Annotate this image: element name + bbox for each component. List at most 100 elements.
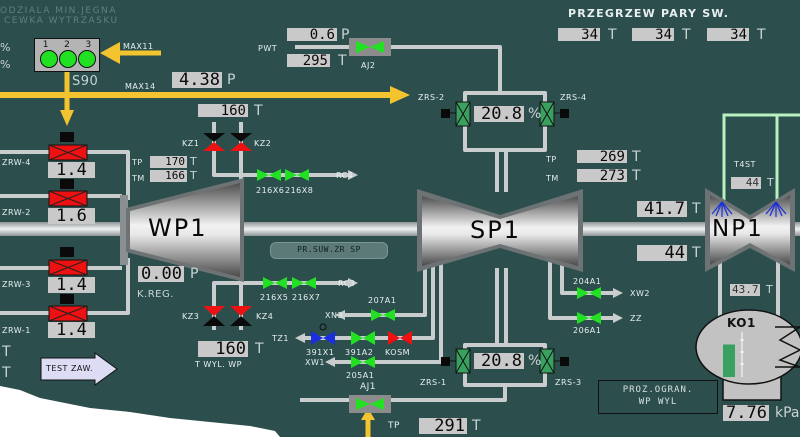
- lamp-2-indicator: [59, 50, 77, 68]
- left-unit-2: %: [0, 58, 11, 71]
- wp1-outlet-temp-unit: T: [255, 341, 264, 357]
- zrw-1-label: ZRW-1: [2, 326, 31, 335]
- zrs-2-label: ZRS-2: [418, 93, 445, 102]
- valve-391x1-label: 391X1: [306, 348, 335, 357]
- wp1-name: WP1: [148, 214, 208, 242]
- pipe-arrowheads: [295, 170, 623, 367]
- tp-up-arrow-icon: [361, 408, 375, 420]
- valve-216x8-icon[interactable]: [285, 169, 309, 181]
- ko1-pressure-unit: kPa: [775, 405, 800, 421]
- valve-zrs-4-icon[interactable]: [539, 101, 569, 127]
- pwt-label: PWT: [258, 44, 278, 53]
- wp1-tp-value: 170: [150, 156, 187, 168]
- zrs-top-value: 20.8: [474, 106, 524, 123]
- lamp-2-number: 2: [64, 40, 70, 50]
- max14-label: MAX14: [125, 82, 156, 91]
- superheat-unit-2: T: [682, 27, 691, 43]
- aj1-temp-value: 291: [419, 418, 467, 435]
- valve-zrs-2-icon[interactable]: [441, 101, 471, 127]
- ko1-level-bar: [723, 344, 735, 377]
- superheat-value-2: 34: [632, 28, 674, 42]
- test-zaw-button[interactable]: TEST ZAW.: [40, 352, 118, 386]
- aj1-valve-icon[interactable]: [349, 395, 391, 413]
- max11-arrow-icon: [100, 42, 120, 64]
- valve-zrw-2-icon[interactable]: [48, 179, 88, 207]
- test-zaw-label: TEST ZAW.: [46, 364, 93, 373]
- superheat-value-1: 34: [558, 28, 600, 42]
- valve-207a1-label: 207A1: [368, 296, 397, 305]
- valve-zrw-1-icon[interactable]: [48, 294, 88, 322]
- cooling-pipes: [722, 113, 800, 200]
- aj2-valve-icon[interactable]: [349, 38, 391, 56]
- pwt-temp-value: 295: [287, 54, 330, 68]
- wp1-tp-unit: T: [190, 155, 197, 168]
- valve-zrs-1-icon[interactable]: [441, 348, 471, 374]
- s90-down-arrow-icon: [60, 110, 74, 126]
- valve-216x7-icon[interactable]: [292, 277, 316, 289]
- ko1-name: KO1: [727, 316, 756, 330]
- zrs-top-unit: %: [528, 106, 542, 122]
- wp1-tm-unit: T: [190, 169, 197, 182]
- valve-216x7-label: 216X7: [292, 293, 321, 302]
- s90-lamp-panel[interactable]: 1 2 3: [34, 38, 100, 72]
- ko1-condenser: [695, 309, 800, 401]
- wp1-tm-label: TM: [132, 174, 145, 183]
- max14-pressure-value: 4.38: [172, 72, 222, 89]
- np1-inlet-upper-unit: T: [692, 201, 701, 217]
- faded-text-2: CEWKA WYTRZASKU: [4, 16, 119, 26]
- max11-label: MAX11: [123, 42, 154, 51]
- valve-zrw-3-icon[interactable]: [48, 247, 88, 276]
- valve-216x5-icon[interactable]: [263, 277, 287, 289]
- xw1-label: XW1: [305, 358, 325, 367]
- lamp-1-indicator: [40, 50, 58, 68]
- wp1-kreg-value: 0.00: [138, 266, 184, 283]
- valve-kz2-icon[interactable]: [230, 133, 252, 151]
- pwt-pressure-value: 0.6: [287, 28, 337, 42]
- valve-216x6-icon[interactable]: [257, 169, 281, 181]
- zrs-3-label: ZRS-3: [555, 378, 582, 387]
- zrw-1-value: 1.4: [48, 322, 95, 339]
- t4st-value: 44: [731, 177, 761, 189]
- valve-zrs-3-icon[interactable]: [539, 348, 569, 374]
- valve-kz3-icon[interactable]: [203, 306, 225, 326]
- wp1-outlet-temp-label: T WYL. WP: [195, 360, 243, 369]
- valve-216x8-label: 216X8: [285, 186, 314, 195]
- valve-205a1-icon[interactable]: [351, 356, 375, 368]
- zrs-bottom-value: 20.8: [474, 353, 524, 370]
- pr-suw-zr-sp-label: PR.SUW.ZR SP: [297, 245, 361, 254]
- zrs-bottom-unit: %: [528, 353, 542, 369]
- rc4-label: RC4: [336, 171, 354, 180]
- valve-kosm-label: KOSM: [385, 348, 411, 357]
- valve-kosm-icon[interactable]: [388, 331, 412, 345]
- valve-391a2-icon[interactable]: [351, 331, 375, 345]
- kz3-label: KZ3: [182, 312, 200, 321]
- s90-label: S90: [72, 74, 99, 89]
- valve-206a1-icon[interactable]: [577, 312, 601, 324]
- valve-kz4-icon[interactable]: [230, 306, 252, 326]
- pr-suw-zr-sp-button[interactable]: PR.SUW.ZR SP: [270, 242, 388, 259]
- xw2-label: XW2: [630, 289, 650, 298]
- valve-391x1-icon[interactable]: [311, 323, 335, 345]
- np1-inlet-lower-unit: T: [692, 245, 701, 261]
- left-t-unit-1: T: [2, 344, 11, 360]
- wp1-tm-value: 166: [150, 170, 187, 182]
- valve-204a1-icon[interactable]: [577, 287, 601, 299]
- np1-exhaust-temp-unit: T: [766, 283, 773, 296]
- valve-zrw-4-icon[interactable]: [48, 132, 88, 161]
- valve-207a1-icon[interactable]: [371, 309, 395, 321]
- rc3-label: RC3: [338, 279, 356, 288]
- wp1-tp-label: TP: [132, 158, 143, 167]
- sp1-tp-value: 269: [577, 150, 627, 164]
- sp1-turbine: [417, 189, 583, 272]
- valve-205a1-label: 205A1: [346, 371, 375, 380]
- zrs-1-label: ZRS-1: [420, 378, 447, 387]
- wp1-kreg-unit: P: [190, 266, 199, 282]
- proz-ogran-button[interactable]: PROZ.OGRAN. WP WYL: [598, 380, 718, 414]
- valve-kz1-icon[interactable]: [203, 133, 225, 151]
- torn-edge: [0, 386, 280, 437]
- kz2-label: KZ2: [254, 139, 272, 148]
- sp1-tp-unit: T: [632, 149, 641, 165]
- wp1-turbine: [120, 178, 244, 282]
- wp1-inlet-temp-value: 160: [198, 104, 248, 118]
